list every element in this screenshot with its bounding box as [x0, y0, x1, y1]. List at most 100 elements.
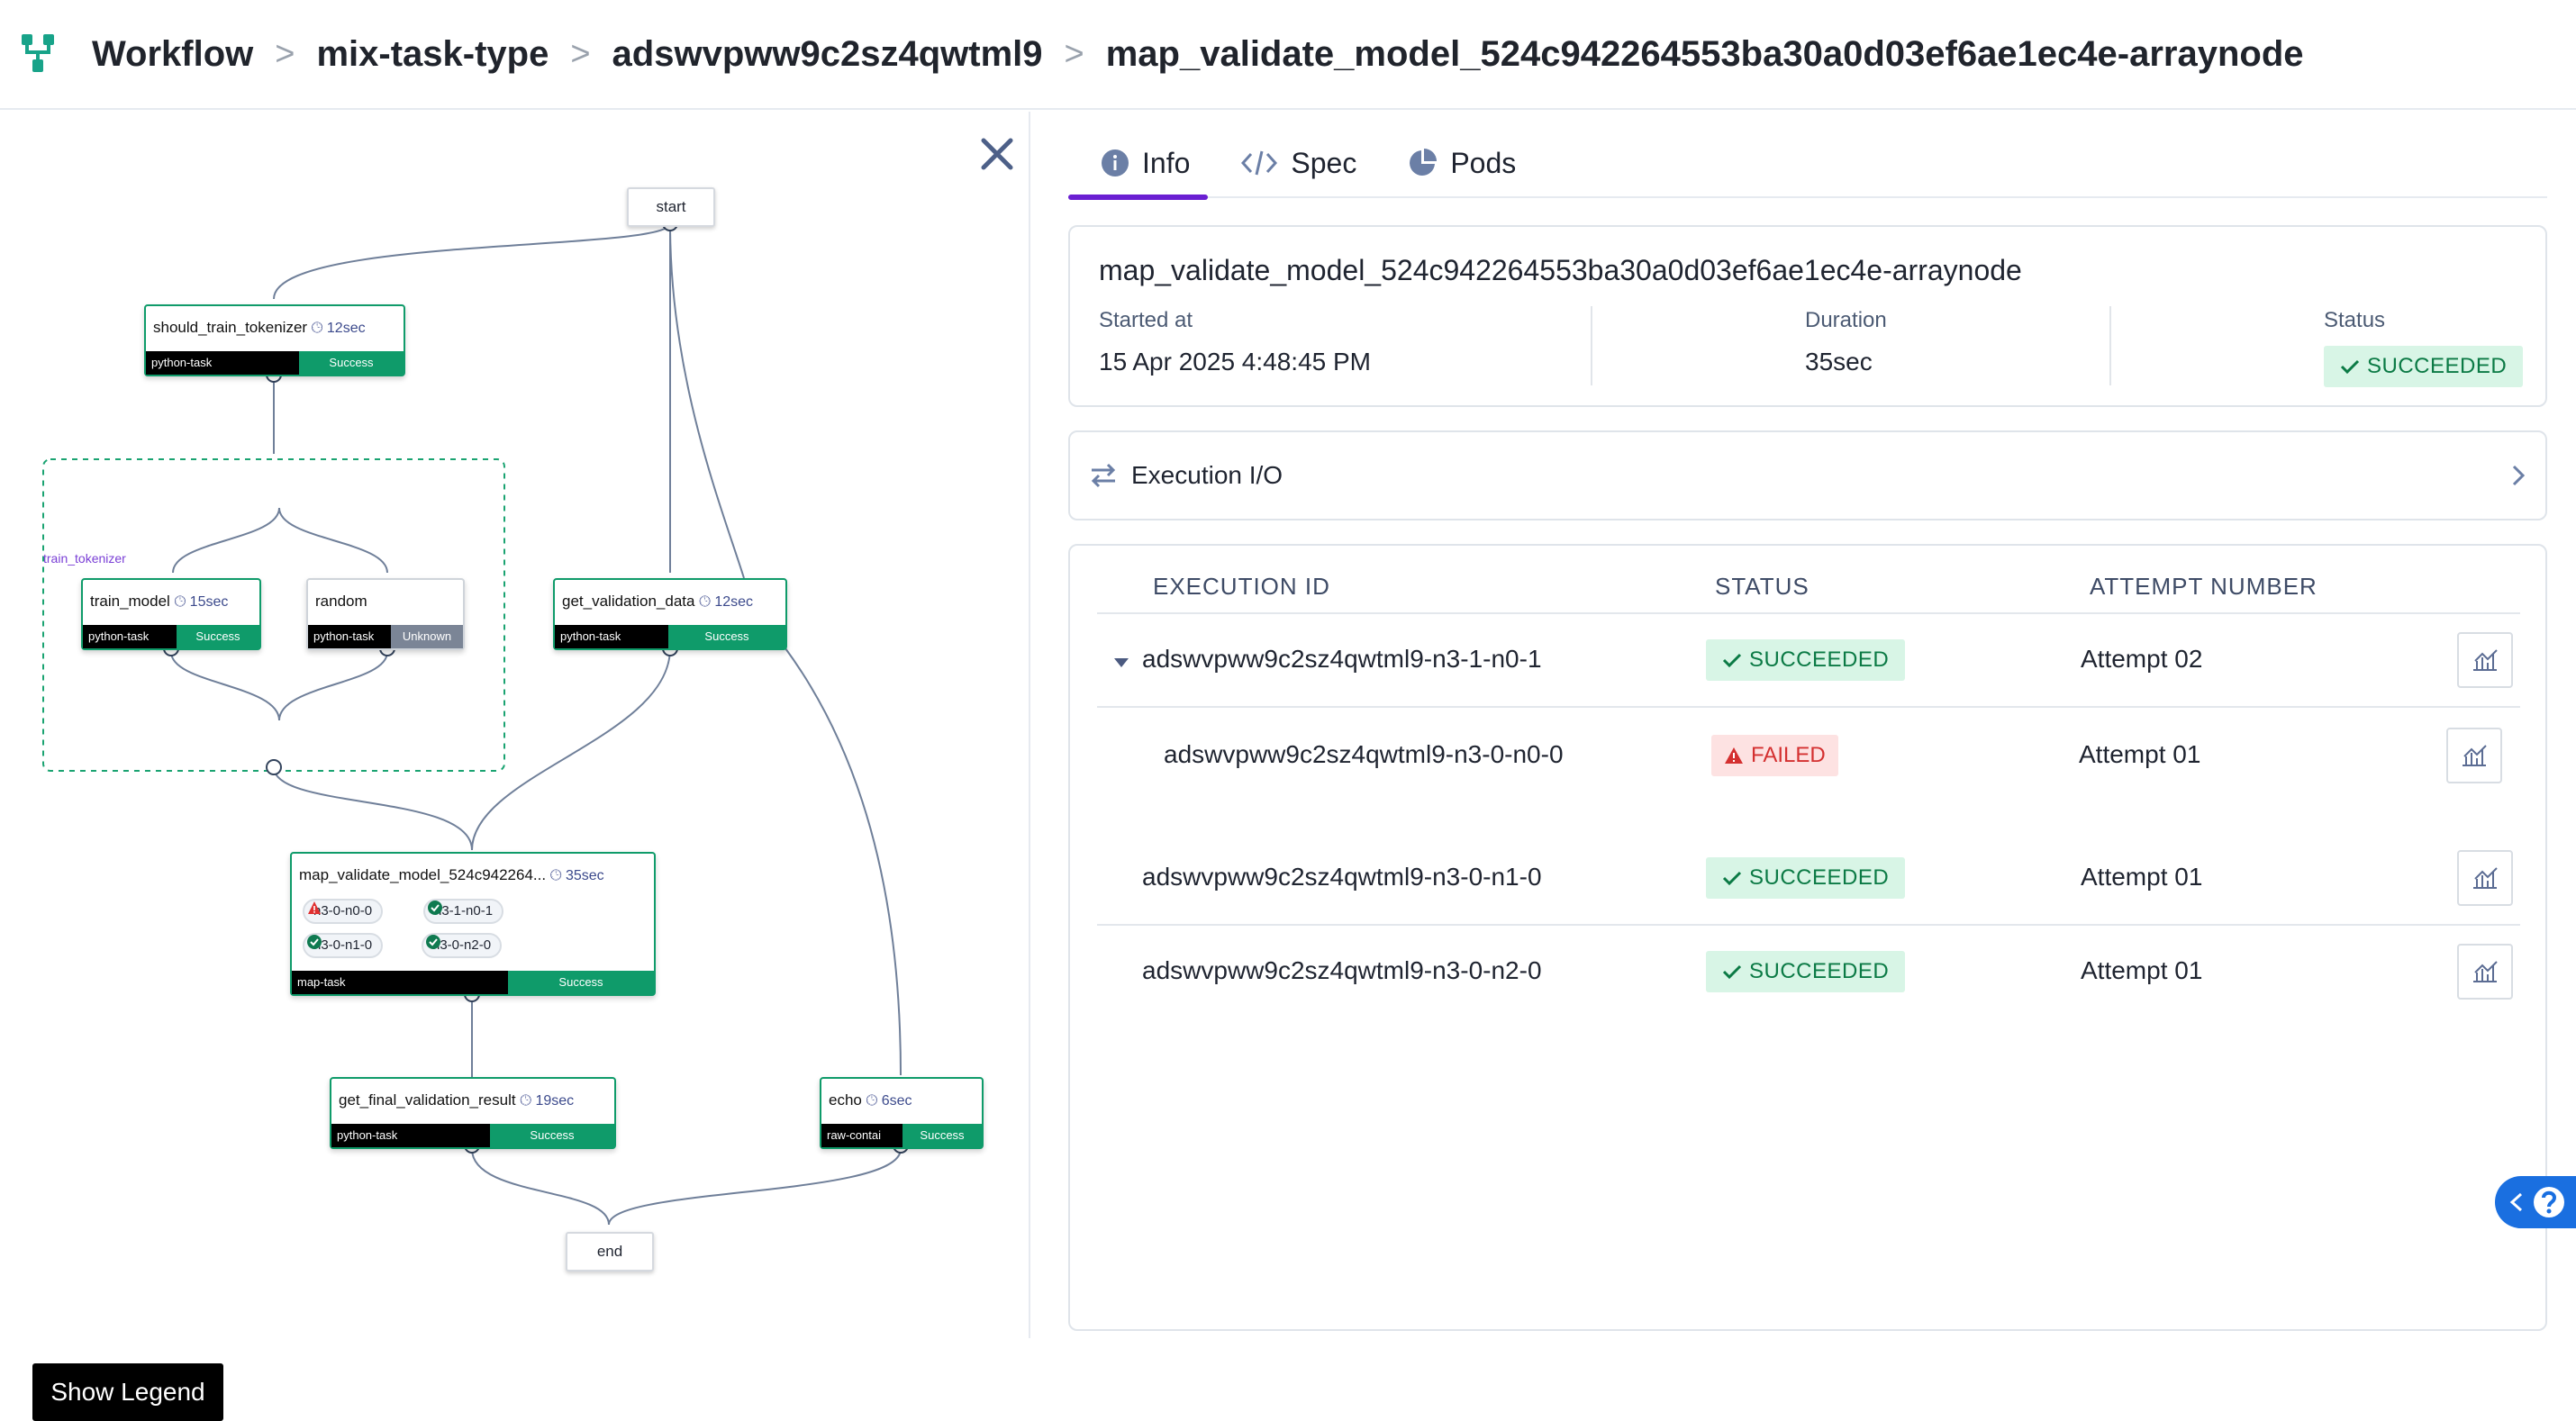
check-icon — [1722, 871, 1742, 886]
pie-chart-icon — [1410, 149, 1438, 176]
edge-start-echo — [669, 222, 745, 579]
node-type: python-task — [146, 351, 299, 375]
node-title: get_validation_data — [562, 593, 695, 610]
node-duration: 15sec — [189, 594, 229, 610]
edge-final-echo-end — [471, 1148, 902, 1226]
chip-label: n3-0-n1-0 — [313, 937, 373, 953]
node-get-validation-data[interactable]: get_validation_data 🕒︎ 12sec python-task… — [553, 578, 787, 650]
status-badge: SUCCEEDED — [1706, 951, 1906, 992]
chevron-left-icon — [2509, 1192, 2523, 1212]
node-duration: 12sec — [714, 594, 754, 610]
node-type: python-task — [83, 625, 177, 648]
subtask-chip[interactable]: n3-0-n0-0 — [303, 899, 384, 924]
breadcrumb-project[interactable]: mix-task-type — [316, 33, 549, 74]
execution-id: adswvpww9c2sz4qwtml9-n3-1-n0-1 — [1142, 645, 1542, 673]
subtask-chip[interactable]: n3-1-n0-1 — [423, 899, 504, 924]
breadcrumb-execution[interactable]: adswvpww9c2sz4qwtml9 — [612, 33, 1043, 74]
node-label: start — [656, 198, 686, 215]
status-text: SUCCEEDED — [1749, 865, 1890, 890]
edge-start-should-train — [273, 222, 671, 300]
view-logs-button[interactable] — [2446, 728, 2502, 783]
chart-icon — [2473, 649, 2498, 671]
status-badge: SUCCEEDED — [2324, 346, 2524, 387]
table-divider — [1097, 924, 2520, 926]
chip-label: n3-0-n2-0 — [432, 937, 492, 953]
summary-divider — [1591, 306, 1592, 385]
tab-info[interactable]: Info — [1068, 130, 1209, 200]
subtask-chip[interactable]: n3-0-n1-0 — [303, 933, 384, 958]
status-label: Status — [2324, 308, 2386, 332]
chevron-right-icon — [2512, 465, 2526, 486]
check-circle-icon — [307, 935, 322, 949]
attempt-number: Attempt 01 — [2081, 956, 2203, 984]
breadcrumb-separator: > — [275, 34, 295, 73]
node-get-final-validation-result[interactable]: get_final_validation_result 🕒︎ 19sec pyt… — [330, 1077, 616, 1149]
node-type: python-task — [555, 625, 668, 648]
clock-icon: 🕒︎ — [174, 594, 186, 610]
workflow-logo-icon — [22, 34, 54, 72]
clock-icon: 🕒︎ — [549, 868, 562, 883]
started-at-value: 15 Apr 2025 4:48:45 PM — [1099, 348, 1371, 376]
chart-icon — [2473, 867, 2498, 889]
execution-io-label: Execution I/O — [1131, 461, 1283, 489]
panel-divider — [1029, 112, 1030, 1338]
status-text: SUCCEEDED — [1749, 959, 1890, 983]
breadcrumb-separator: > — [1064, 34, 1084, 73]
check-icon — [1722, 964, 1742, 980]
table-divider — [1097, 612, 2520, 614]
node-title: train_model — [90, 593, 170, 610]
check-icon — [1722, 653, 1742, 668]
info-icon — [1102, 149, 1129, 176]
node-duration: 35sec — [565, 868, 604, 883]
page-header: Workflow > mix-task-type > adswvpww9c2sz… — [0, 0, 2576, 110]
help-icon — [2534, 1187, 2564, 1217]
edge-group-split — [172, 507, 388, 574]
breadcrumb-workflow[interactable]: Workflow — [92, 33, 254, 74]
view-logs-button[interactable] — [2457, 944, 2513, 1000]
duration-value: 35sec — [1805, 348, 1873, 376]
node-start[interactable]: start — [627, 187, 715, 227]
status-text: FAILED — [1751, 743, 1826, 767]
help-widget-button[interactable] — [2495, 1176, 2576, 1228]
duration-label: Duration — [1805, 308, 1887, 332]
node-end[interactable]: end — [566, 1232, 654, 1272]
execution-id: adswvpww9c2sz4qwtml9-n3-0-n2-0 — [1142, 956, 1542, 984]
close-icon[interactable] — [976, 133, 1018, 175]
node-type: raw-contai — [821, 1124, 903, 1147]
tab-pods[interactable]: Pods — [1374, 130, 1534, 196]
subtask-chip[interactable]: n3-0-n2-0 — [422, 933, 503, 958]
attempt-number: Attempt 01 — [2081, 863, 2203, 891]
workflow-graph[interactable]: train_tokenizer start end should_train_t… — [0, 112, 1030, 1421]
node-status: Success — [490, 1124, 614, 1147]
status-text: SUCCEEDED — [2367, 354, 2508, 378]
view-logs-button[interactable] — [2457, 632, 2513, 688]
swap-arrows-icon — [1091, 463, 1116, 488]
status-badge: FAILED — [1711, 735, 1838, 776]
edge-validation-echo — [785, 647, 902, 1076]
node-map-validate-model[interactable]: map_validate_model_524c942264... 🕒︎ 35se… — [290, 852, 656, 996]
breadcrumb-separator: > — [570, 34, 591, 73]
view-logs-button[interactable] — [2457, 850, 2513, 906]
node-status: Success — [668, 625, 785, 648]
caret-down-icon[interactable] — [1113, 657, 1129, 668]
execution-io-row[interactable]: Execution I/O — [1068, 430, 2547, 520]
node-status: Success — [903, 1124, 982, 1147]
tab-label: Spec — [1291, 146, 1357, 179]
clock-icon: 🕒︎ — [311, 321, 323, 336]
node-should-train-tokenizer[interactable]: should_train_tokenizer 🕒︎ 12sec python-t… — [144, 304, 405, 376]
check-icon — [2340, 359, 2360, 375]
node-status: Success — [299, 351, 404, 375]
show-legend-button[interactable]: Show Legend — [32, 1363, 223, 1421]
column-header-status: STATUS — [1715, 573, 1810, 600]
breadcrumb-node: map_validate_model_524c942264553ba30a0d0… — [1105, 33, 2304, 74]
tab-label: Pods — [1450, 146, 1517, 179]
chart-icon — [2473, 961, 2498, 982]
tab-spec[interactable]: Spec — [1208, 130, 1374, 196]
node-name: map_validate_model_524c942264553ba30a0d0… — [1099, 254, 2022, 286]
check-circle-icon — [426, 935, 440, 949]
clock-icon: 🕒︎ — [520, 1093, 531, 1109]
clock-icon: 🕒︎ — [699, 594, 711, 610]
